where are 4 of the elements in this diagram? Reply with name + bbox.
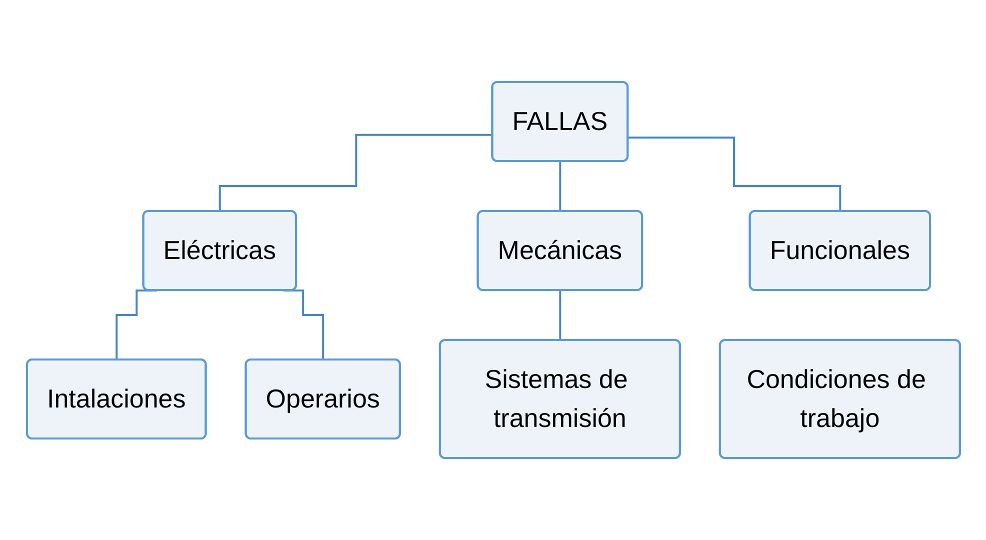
connector — [558, 290, 561, 342]
connector — [628, 136, 841, 212]
connector — [558, 160, 561, 212]
connector — [218, 134, 492, 212]
